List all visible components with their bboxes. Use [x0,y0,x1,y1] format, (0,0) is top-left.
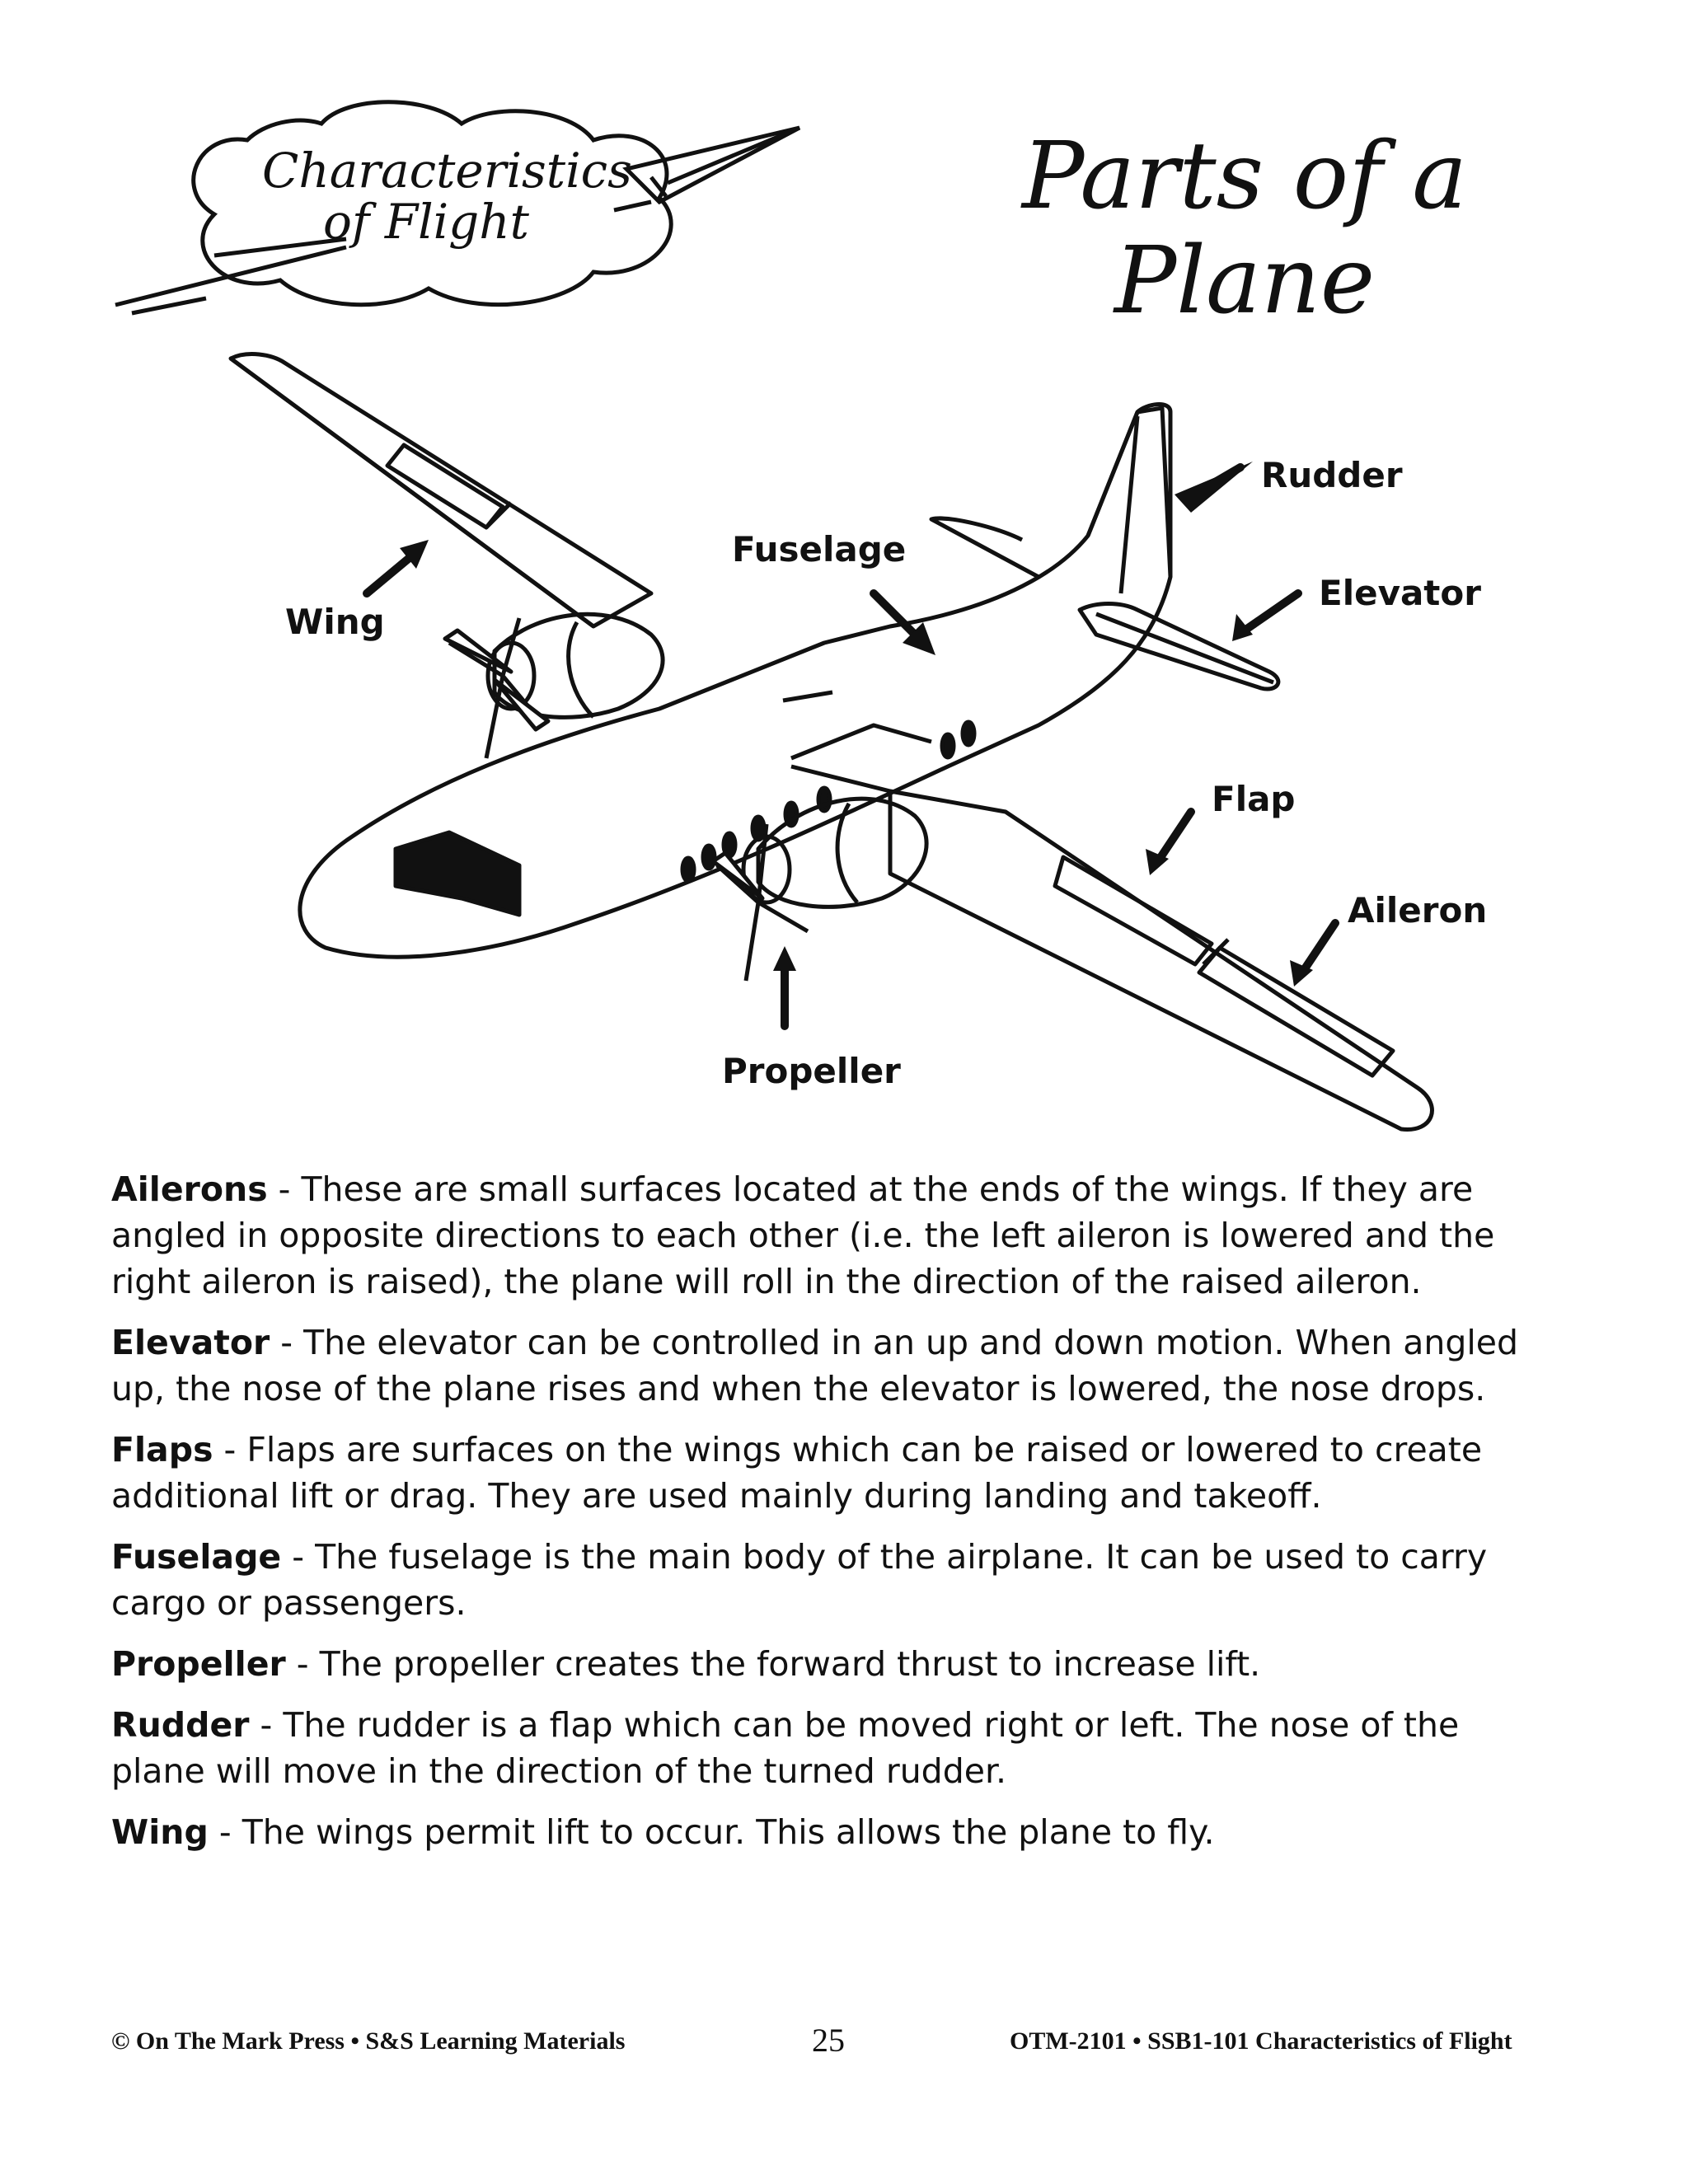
flap-outline [1053,855,1214,967]
logo-text-line2: of Flight [323,194,529,250]
definitions-list: Ailerons - These are small surfaces loca… [111,1166,1562,1870]
definition-text: - The fuselage is the main body of the a… [111,1537,1488,1623]
label-flap: Flap [1212,779,1296,819]
label-elevator: Elevator [1319,573,1481,613]
label-aileron: Aileron [1348,890,1488,930]
cockpit-window [393,830,522,917]
elevator-outline [1077,602,1281,691]
right-wing-outline [888,789,1434,1132]
definition-rudder: Rudder - The rudder is a flap which can … [111,1702,1562,1794]
label-propeller: Propeller [722,1051,901,1091]
definition-fuselage: Fuselage - The fuselage is the main body… [111,1534,1562,1626]
term: Flaps [111,1430,213,1469]
term: Elevator [111,1323,270,1362]
footer-publisher: © On The Mark Press • S&S Learning Mater… [111,2027,626,2055]
label-rudder: Rudder [1261,455,1403,495]
definition-text: - The wings permit lift to occur. This a… [208,1812,1215,1852]
term: Propeller [111,1644,286,1684]
page-number: 25 [812,2022,845,2059]
definition-text: - The elevator can be controlled in an u… [111,1323,1519,1408]
fuselage-outline [298,402,1173,959]
definition-flaps: Flaps - Flaps are surfaces on the wings … [111,1427,1562,1519]
definition-propeller: Propeller - The propeller creates the fo… [111,1641,1562,1687]
definition-elevator: Elevator - The elevator can be controlle… [111,1319,1562,1412]
definition-text: - These are small surfaces located at th… [111,1169,1495,1301]
term: Fuselage [111,1537,282,1577]
page-title-line2: Plane [1114,227,1376,335]
left-wing-outline [228,352,654,629]
paper-plane-icon [115,125,801,316]
flap-arrow [1154,808,1195,865]
term: Rudder [111,1705,250,1745]
aileron-arrow [1298,919,1339,977]
definition-text: - The propeller creates the forward thru… [285,1644,1261,1684]
label-arrows [363,462,1339,1030]
logo-cloud-icon [191,100,673,307]
rudder-outline [1085,405,1173,578]
term: Wing [111,1812,209,1852]
elevator-arrow [1240,589,1302,635]
definition-ailerons: Ailerons - These are small surfaces loca… [111,1166,1562,1305]
definition-text: - The rudder is a flap which can be move… [111,1705,1460,1791]
right-engine [756,796,929,909]
page-title-line1: Parts of a [1022,123,1467,230]
term: Ailerons [111,1169,268,1209]
label-fuselage: Fuselage [732,529,907,569]
definition-text: - Flaps are surfaces on the wings which … [111,1430,1483,1516]
logo-text-line1: Characteristics [262,143,632,199]
wing-arrow [363,548,420,598]
definition-wing: Wing - The wings permit lift to occur. T… [111,1809,1562,1855]
airplane-diagram [228,352,1434,1132]
label-wing: Wing [285,602,385,642]
footer-product-code: OTM-2101 • SSB1-101 Characteristics of F… [1010,2027,1512,2055]
right-propeller [715,823,809,982]
